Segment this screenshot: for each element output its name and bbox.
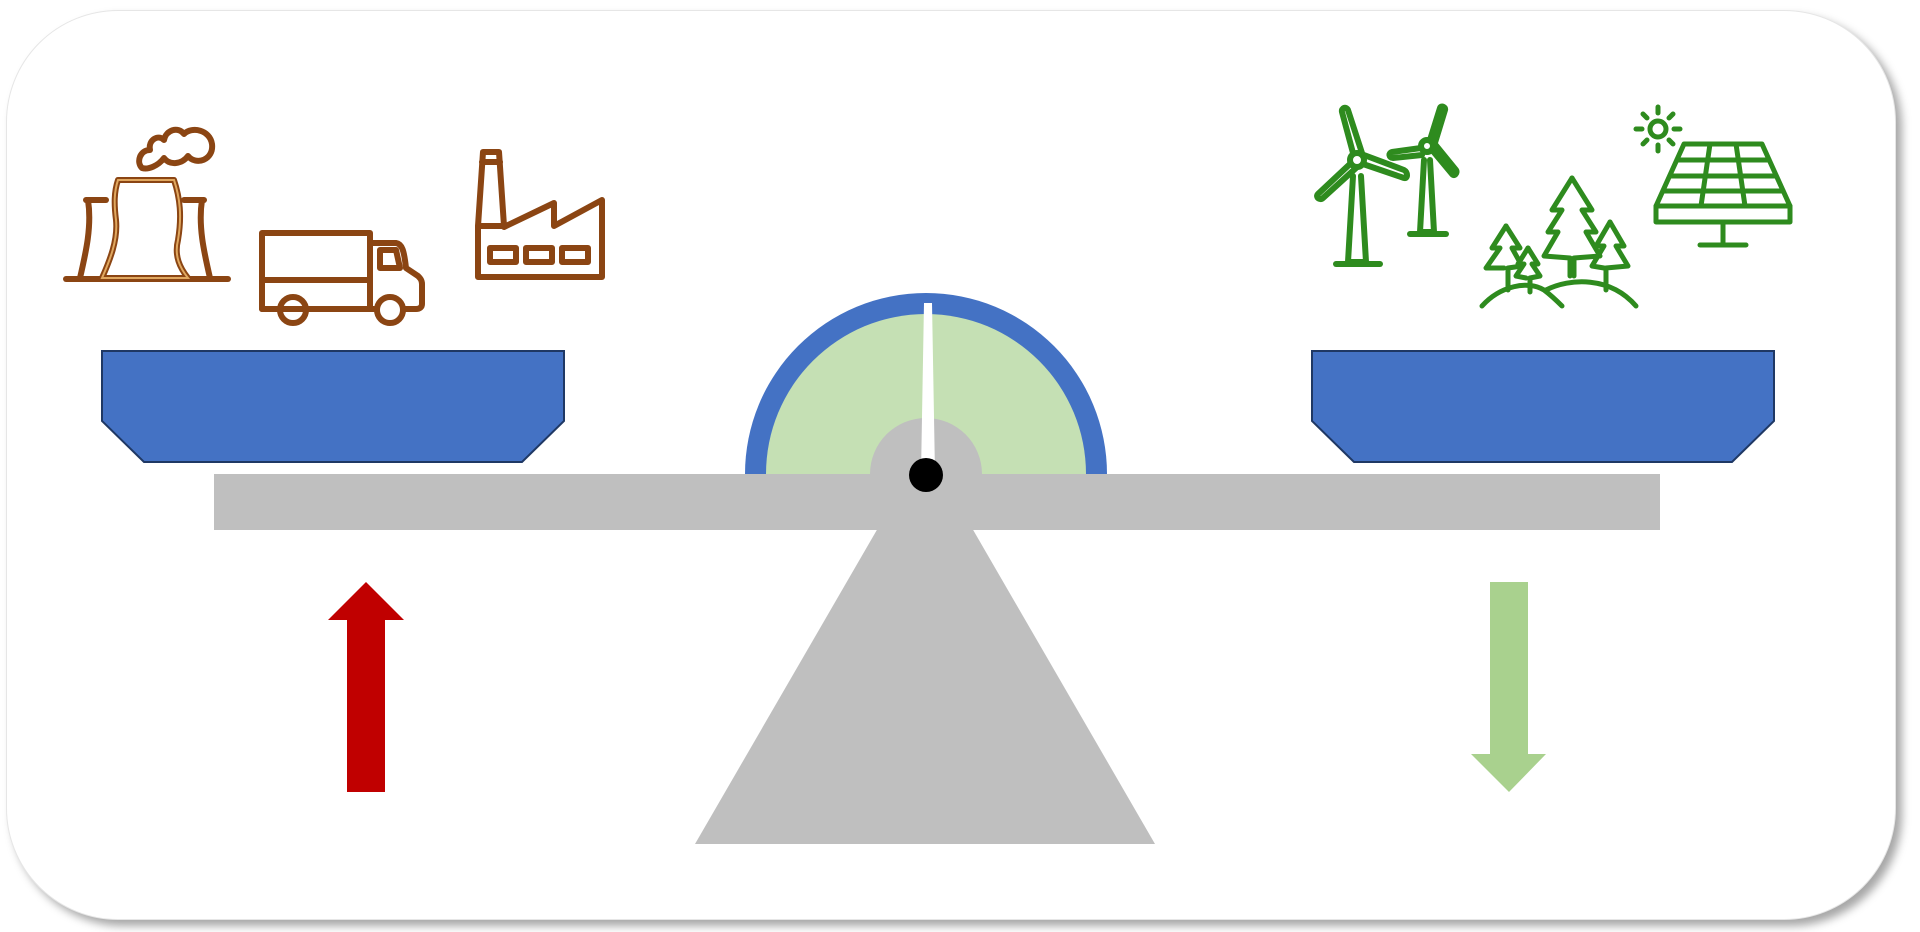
power-plant-icon xyxy=(63,126,231,282)
right-pan xyxy=(1311,350,1775,463)
arrow-up-red xyxy=(328,582,404,792)
power-plant-icon-inner xyxy=(100,179,191,279)
factory-icon xyxy=(475,149,605,280)
forest-icon xyxy=(1479,175,1639,309)
arrow-down-green xyxy=(1471,582,1546,792)
left-pan xyxy=(101,350,565,463)
balance-gauge xyxy=(745,293,1107,474)
solar-panel-icon xyxy=(1633,104,1793,248)
gauge-needle xyxy=(921,303,935,474)
wind-turbines-icon xyxy=(1314,103,1460,267)
fulcrum-stand xyxy=(695,528,1155,844)
pivot-dot xyxy=(909,458,943,492)
truck-icon xyxy=(259,230,425,326)
sun-icon xyxy=(1647,118,1669,140)
